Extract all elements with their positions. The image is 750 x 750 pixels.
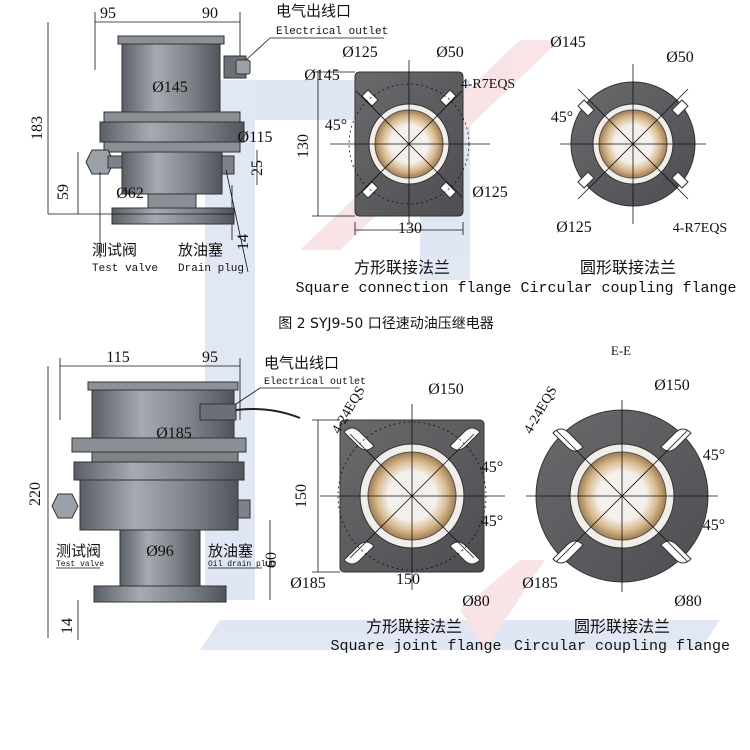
b-sq-angle2: 45° <box>481 513 503 530</box>
top-valve-side-view <box>47 12 258 240</box>
circular-flange-title-zh: 圆形联接法兰 <box>580 258 676 277</box>
circ-holes: 4-R7EQS <box>673 221 727 236</box>
b-outlet-label-zh: 电气出线口 <box>264 354 339 372</box>
b-dim-height-total: 220 <box>27 482 44 506</box>
sq-pcd-top: Ø125 <box>342 44 378 61</box>
b-sq-label-zh: 方形联接法兰 <box>366 617 462 636</box>
dim-body-diameter: Ø145 <box>152 79 188 96</box>
dim-width-left: 95 <box>100 5 116 22</box>
b-dim-width-left: 115 <box>106 349 129 366</box>
top-square-flange <box>312 60 490 235</box>
b-test-valve-label-en: Test valve <box>56 560 104 569</box>
b-circ-outer: Ø185 <box>522 575 558 592</box>
dim-height-total: 183 <box>29 116 46 140</box>
bottom-circular-flange <box>526 400 718 592</box>
b-circ-top-diameter: Ø150 <box>654 377 690 394</box>
sq-outer: Ø145 <box>304 67 340 84</box>
circ-outer: Ø145 <box>550 34 586 51</box>
section-label: E-E <box>611 343 631 358</box>
b-circ-angle2: 45° <box>703 517 725 534</box>
sq-bore: Ø50 <box>436 44 464 61</box>
b-circ-holes: 4-24EQS <box>521 384 560 437</box>
drain-plug-label-zh: 放油塞 <box>178 241 223 259</box>
circ-pcd: Ø125 <box>556 219 592 236</box>
b-outlet-label-en: Electrical outlet <box>264 376 366 388</box>
test-valve-label-zh: 测试阀 <box>92 241 137 259</box>
sq-angle: 45° <box>325 117 347 134</box>
bottom-valve-side-view <box>47 358 301 640</box>
b-circ-angle1: 45° <box>703 447 725 464</box>
sq-height: 130 <box>295 134 312 158</box>
b-sq-angle1: 45° <box>481 459 503 476</box>
b-dim-body-diameter: Ø185 <box>156 425 192 442</box>
sq-pcd-bottom: Ø125 <box>472 184 508 201</box>
b-sq-top-diameter: Ø150 <box>428 381 464 398</box>
b-sq-width: 150 <box>396 571 420 588</box>
b-drain-plug-label-en: Oil drain plug <box>208 560 275 569</box>
b-test-valve-label-zh: 测试阀 <box>56 542 101 560</box>
b-circ-label-zh: 圆形联接法兰 <box>574 617 670 636</box>
b-sq-outer: Ø185 <box>290 575 326 592</box>
sq-width: 130 <box>398 220 422 237</box>
circ-bore: Ø50 <box>666 49 694 66</box>
b-dim-height-base: 14 <box>59 618 76 634</box>
bottom-square-flange <box>312 404 505 590</box>
b-circ-bore: Ø80 <box>674 593 702 610</box>
b-sq-bore: Ø80 <box>462 593 490 610</box>
top-circular-flange <box>560 64 706 224</box>
b-dim-width-right: 95 <box>202 349 218 366</box>
sq-holes: 4-R7EQS <box>461 77 515 92</box>
b-dim-height-low: 60 <box>263 552 280 568</box>
dim-height-mid: 25 <box>249 160 266 176</box>
dim-width-right: 90 <box>202 5 218 22</box>
b-dim-stem-diameter: Ø96 <box>146 543 174 560</box>
b-sq-height: 150 <box>293 484 310 508</box>
dim-neck-diameter: Ø115 <box>238 129 273 146</box>
square-flange-title-zh: 方形联接法兰 <box>354 258 450 277</box>
circ-angle: 45° <box>551 109 573 126</box>
b-circ-label-en: Circular coupling flange <box>514 638 730 655</box>
b-drain-plug-label-zh: 放油塞 <box>208 542 253 560</box>
dim-height-low: 59 <box>55 184 72 200</box>
outlet-label-en: Electrical outlet <box>276 26 388 38</box>
test-valve-label-en: Test valve <box>92 263 158 275</box>
flange-titles-en: Square connection flange Circular coupli… <box>295 280 736 297</box>
dim-stem-diameter: Ø62 <box>116 185 144 202</box>
drain-plug-label-en: Drain plug <box>178 263 244 275</box>
b-sq-label-en: Square joint flange <box>330 638 501 655</box>
dim-height-base: 14 <box>235 234 252 250</box>
figure-caption: 图 2 SYJ9-50 口径速动油压继电器 <box>278 316 494 332</box>
outlet-label-zh: 电气出线口 <box>276 2 351 20</box>
